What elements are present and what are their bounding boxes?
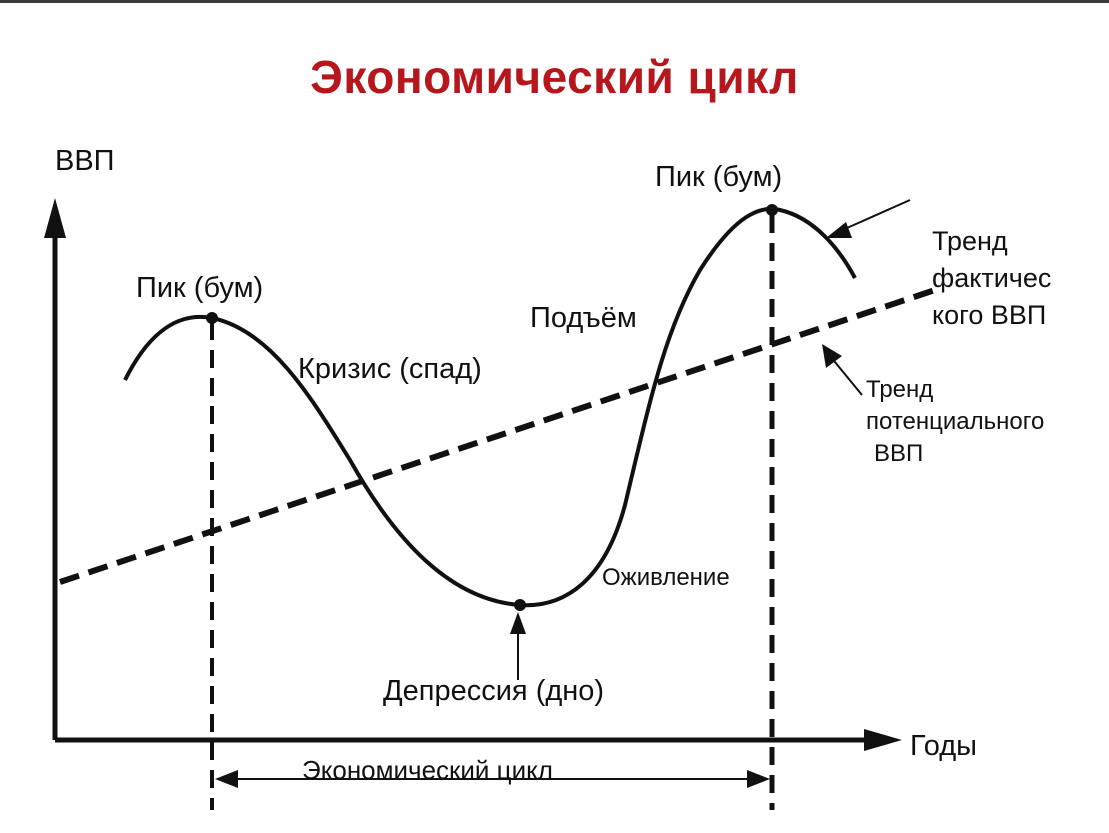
x-axis-arrow xyxy=(864,729,902,751)
revival-label: Оживление xyxy=(602,564,730,591)
potential-trend-pointer-line xyxy=(829,355,863,396)
cycle-span-left-arrowhead xyxy=(215,770,238,788)
cycle-span-right-arrowhead xyxy=(747,770,770,788)
potential-gdp-trend-line xyxy=(59,287,936,585)
actual-trend-label-line-3: кого ВВП xyxy=(932,300,1046,330)
depression-point xyxy=(514,599,526,611)
crisis-label: Кризис (спад) xyxy=(298,353,482,385)
actual-trend-label-line-1: Тренд xyxy=(932,226,1008,256)
actual-trend-label-line-2: фактичес xyxy=(932,263,1051,293)
top-border xyxy=(0,0,1109,3)
depression-label: Депрессия (дно) xyxy=(383,675,604,707)
potential-trend-label-line-3: ВВП xyxy=(874,440,923,467)
peak-left-point xyxy=(206,312,218,324)
peak-left-label: Пик (бум) xyxy=(136,272,263,304)
page-title: Экономический цикл xyxy=(310,51,799,103)
cycle-span-label: Экономический цикл xyxy=(302,755,553,785)
actual-trend-pointer-line xyxy=(837,199,911,233)
potential-trend-pointer-arrowhead xyxy=(822,344,842,368)
rise-label: Подъём xyxy=(530,302,637,334)
peak-right-label: Пик (бум) xyxy=(655,161,782,193)
y-axis-label: ВВП xyxy=(55,145,115,177)
depression-pointer-arrowhead xyxy=(510,612,526,634)
x-axis-label: Годы xyxy=(910,730,977,762)
actual-trend-pointer-arrowhead xyxy=(826,222,852,238)
potential-trend-label-line-1: Тренд xyxy=(866,376,933,403)
peak-right-point xyxy=(766,204,778,216)
y-axis-arrow xyxy=(44,198,66,238)
actual-gdp-curve xyxy=(123,206,857,608)
potential-trend-label-line-2: потенциального xyxy=(866,408,1044,435)
